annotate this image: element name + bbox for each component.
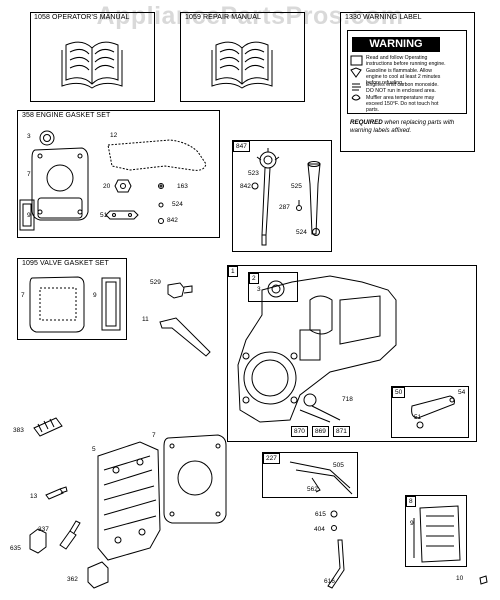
- label-227: 227: [263, 453, 280, 464]
- label-11: 11: [142, 316, 149, 323]
- engine-gasket-set-box[interactable]: [17, 110, 220, 238]
- valve-gasket-set-box[interactable]: [17, 258, 127, 340]
- engine-gasket-set-title: 358 ENGINE GASKET SET: [22, 112, 111, 119]
- book-icon: [211, 41, 273, 89]
- repair-manual-title: 1059 REPAIR MANUAL: [185, 14, 261, 21]
- operators-manual-box[interactable]: [30, 12, 155, 102]
- required-rest: when replacing parts with warning labels…: [350, 119, 455, 134]
- label-7-gasket: 7: [27, 171, 31, 178]
- warning-label-title: 1330 WARNING LABEL: [345, 14, 422, 21]
- wire-kit-box[interactable]: [262, 452, 358, 498]
- warning-line-2: Gasoline is flammable. Allow engine to c…: [366, 68, 441, 86]
- book-icon: [61, 41, 123, 89]
- warning-line-4: Muffler area temperature may exceed 150°…: [366, 95, 439, 113]
- label-8: 8: [406, 496, 416, 507]
- label-9-muffler: 9: [410, 520, 414, 527]
- muffler-box[interactable]: [405, 495, 467, 567]
- label-51-lever: 51: [414, 414, 422, 421]
- label-529: 529: [150, 279, 161, 286]
- label-616: 616: [324, 578, 335, 585]
- label-3-seal: 3: [27, 133, 31, 140]
- label-50: 50: [392, 387, 406, 398]
- cylinder-head-drawing: [97, 441, 161, 561]
- warning-header: WARNING: [352, 37, 440, 52]
- label-7-head: 7: [152, 432, 156, 439]
- label-847: 847: [233, 141, 250, 152]
- label-9-gasket: 9: [27, 212, 31, 219]
- label-404: 404: [314, 526, 325, 533]
- label-7-valve: 7: [21, 292, 25, 299]
- warning-line-1: Read and follow Operating instructions b…: [366, 55, 446, 67]
- label-524-dipstick: 524: [296, 229, 307, 236]
- label-13: 13: [30, 493, 38, 500]
- label-562: 562: [307, 486, 318, 493]
- label-718: 718: [342, 396, 353, 403]
- label-615: 615: [315, 511, 326, 518]
- label-12: 12: [110, 132, 118, 139]
- label-362: 362: [67, 576, 78, 583]
- repair-manual-box[interactable]: [180, 12, 305, 102]
- label-287: 287: [279, 204, 290, 211]
- warning-label-box[interactable]: [340, 12, 475, 152]
- label-2: 2: [249, 273, 259, 284]
- operators-manual-title: 1058 OPERATOR'S MANUAL: [34, 14, 130, 21]
- label-163: 163: [177, 183, 188, 190]
- lever-box[interactable]: [391, 386, 469, 438]
- label-54: 54: [458, 389, 466, 396]
- warning-required-note: REQUIRED when replacing parts with warni…: [350, 119, 470, 135]
- label-337: 337: [38, 526, 49, 533]
- label-1: 1: [228, 266, 238, 277]
- label-871: 871: [333, 426, 350, 437]
- label-524-gasket: 524: [172, 201, 183, 208]
- label-3-crankcase: 3: [257, 286, 261, 293]
- watermark: AppliancePartsPros.com: [96, 2, 404, 30]
- required-bold: REQUIRED: [350, 119, 383, 126]
- label-842-dipstick: 842: [240, 183, 251, 190]
- label-635: 635: [10, 545, 21, 552]
- label-51-gasket: 51: [100, 212, 108, 219]
- warning-label-border: [347, 30, 467, 114]
- label-870: 870: [291, 426, 308, 437]
- label-20: 20: [103, 183, 111, 190]
- label-383: 383: [13, 427, 24, 434]
- valve-gasket-set-title: 1095 VALVE GASKET SET: [22, 260, 109, 267]
- label-525: 525: [291, 183, 302, 190]
- seal-box[interactable]: [248, 272, 298, 302]
- label-9-valve: 9: [93, 292, 97, 299]
- label-523: 523: [248, 170, 259, 177]
- label-5: 5: [92, 446, 96, 453]
- label-869: 869: [312, 426, 329, 437]
- crankcase-drawing: [237, 275, 397, 423]
- label-842-gasket: 842: [167, 217, 178, 224]
- warning-line-3: Engines emit carbon monoxide. DO NOT run…: [366, 82, 439, 94]
- label-505: 505: [333, 462, 344, 469]
- label-10: 10: [456, 575, 464, 582]
- dipstick-box[interactable]: [232, 140, 332, 252]
- crankcase-box[interactable]: [227, 265, 477, 442]
